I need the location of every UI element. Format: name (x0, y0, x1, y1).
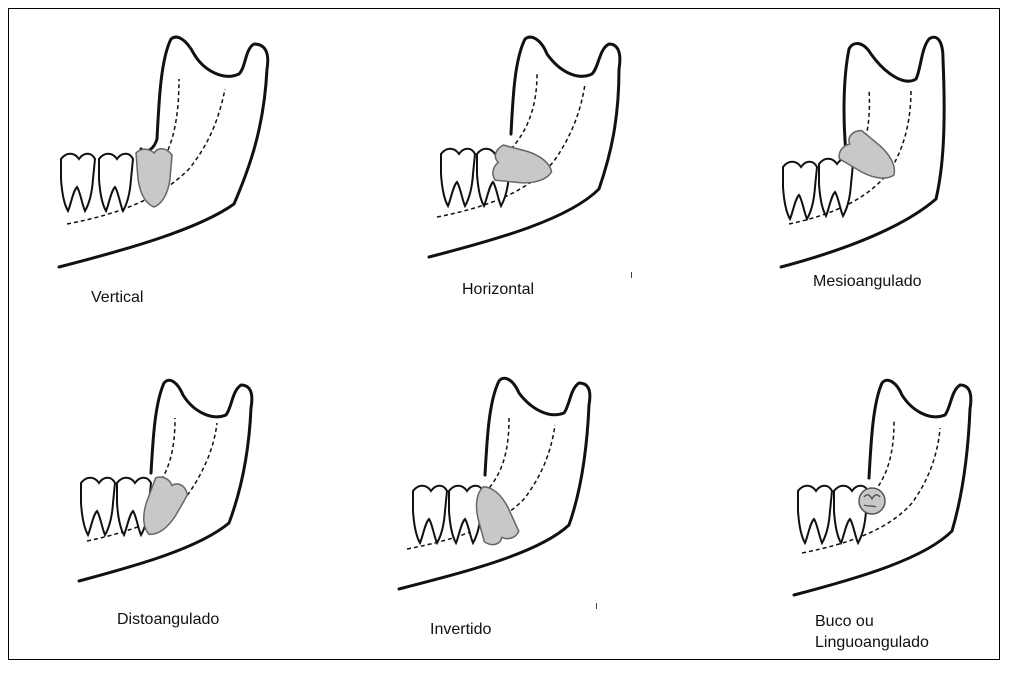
molar-teeth (798, 486, 868, 543)
caption-distoangulado: Distoangulado (117, 609, 219, 631)
molar-teeth (61, 154, 133, 211)
mandible-outline (399, 378, 590, 589)
caption-bucolinguo-line1: Buco ou (815, 611, 874, 633)
mandible-vertical-illustration (49, 19, 349, 319)
caption-mesioangulado: Mesioangulado (813, 271, 922, 293)
mandible-horizontal-illustration (419, 19, 719, 319)
stray-mark (596, 603, 597, 609)
mandible-outline (429, 37, 620, 257)
figure-frame: Vertical Horizontal (8, 8, 1000, 660)
panel-horizontal (419, 19, 719, 319)
impacted-tooth (859, 488, 885, 514)
molar-teeth (413, 486, 483, 543)
molar-teeth (783, 159, 853, 219)
caption-bucolinguo-line2: Linguoangulado (815, 632, 929, 654)
caption-horizontal: Horizontal (462, 279, 534, 301)
caption-vertical: Vertical (91, 287, 143, 309)
molar-teeth (81, 478, 151, 535)
panel-vertical (49, 19, 349, 319)
caption-invertido: Invertido (430, 619, 491, 641)
stray-mark (631, 272, 632, 278)
oblique-line (870, 421, 894, 497)
impacted-tooth (136, 149, 172, 207)
